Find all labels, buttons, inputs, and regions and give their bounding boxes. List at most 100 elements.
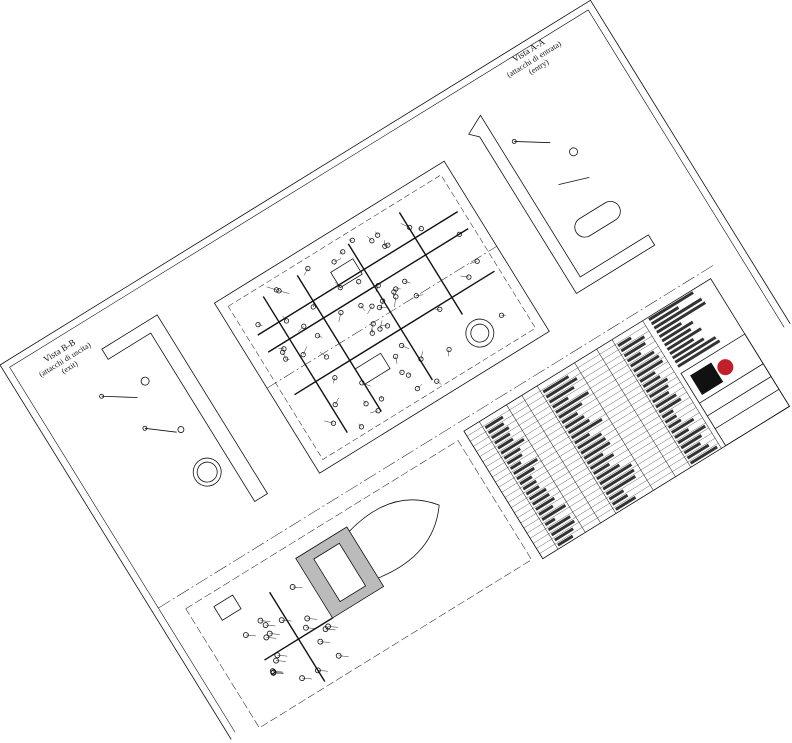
table-cell-text	[642, 375, 661, 388]
table-cell-text	[626, 351, 642, 363]
table-cell-text	[503, 447, 521, 460]
tag-bubble	[377, 326, 383, 332]
section-detail	[185, 440, 532, 729]
tag-bubble	[380, 298, 386, 304]
table-cell-text	[689, 445, 718, 465]
table-cell-text	[608, 489, 625, 501]
table-cell-text	[538, 504, 554, 516]
tag-bubble	[399, 369, 405, 376]
table-cell-text	[548, 385, 575, 404]
table-cell-text	[555, 391, 590, 414]
tag-bubble	[369, 303, 375, 309]
main-plant-plan	[213, 160, 550, 474]
tag-bubble	[278, 617, 285, 624]
table-cell-text	[663, 327, 692, 347]
table-cell-text	[557, 534, 574, 547]
table-cell-text	[636, 359, 664, 378]
tag-bubble	[413, 293, 419, 299]
tag-bubble	[446, 346, 452, 353]
wall-outline	[468, 114, 656, 294]
table-cell-text	[680, 434, 703, 450]
table-cell-text	[592, 462, 611, 476]
table-cell-text	[602, 468, 635, 491]
table-cell-text	[509, 461, 522, 470]
tag-bubble	[391, 289, 397, 295]
tag-bubble	[456, 231, 462, 237]
tag-bubble	[332, 375, 338, 381]
table-cell-text	[633, 354, 660, 373]
table-cell-text	[547, 515, 571, 532]
company-logo: H	[690, 359, 734, 395]
table-cell-text	[683, 441, 702, 455]
table-cell-text	[648, 291, 694, 321]
table-cell-text	[497, 437, 514, 450]
tag-bubble	[266, 630, 273, 637]
table-cell-text	[652, 390, 670, 404]
pipe	[267, 228, 469, 353]
table-cell-text	[605, 475, 637, 496]
table-cell-text	[653, 297, 703, 330]
pipe	[294, 270, 495, 396]
tag-bubble	[370, 321, 376, 327]
table-cell-text	[614, 496, 637, 511]
table-cell-text	[648, 384, 669, 399]
table-cell-text	[553, 527, 574, 542]
tag-bubble	[498, 312, 505, 318]
tag-bubble	[242, 632, 249, 638]
tag-bubble	[276, 288, 282, 294]
table-cell-text	[667, 418, 682, 429]
tag-bubble	[466, 274, 472, 280]
tag-bubble	[375, 232, 381, 238]
table-cell-text	[589, 453, 615, 470]
tag-bubble	[418, 356, 424, 362]
tag-bubble	[474, 258, 480, 264]
tag-bubble	[338, 309, 344, 316]
tag-bubble	[325, 623, 331, 630]
table-cell-text	[596, 463, 621, 481]
table-cell-text	[661, 320, 694, 343]
table-cell-text	[599, 463, 633, 486]
tag-bubble	[414, 385, 420, 392]
tag-bubble	[332, 402, 338, 408]
sheet-inner-border	[9, 9, 785, 733]
tag-bubble	[369, 330, 375, 336]
tag-bubble	[283, 318, 290, 324]
tag-bubble	[437, 306, 443, 312]
tag-bubble	[375, 282, 381, 289]
table-cell-text	[623, 341, 647, 358]
table-cell-text	[574, 432, 591, 445]
tag-bubble	[300, 352, 306, 358]
table-cell-text	[655, 393, 677, 409]
table-cell-text	[658, 321, 683, 338]
tag-bubble	[385, 242, 391, 248]
tag-bubble	[330, 420, 337, 426]
tag-bubble	[402, 278, 408, 284]
tag-bubble	[304, 615, 311, 622]
tag-bubble	[257, 617, 264, 624]
table-cell-text	[570, 418, 603, 440]
table-cell-text	[535, 496, 556, 511]
table-cell-text	[674, 336, 717, 364]
table-cell-text	[564, 414, 585, 430]
table-cell-text	[545, 377, 578, 399]
manhole	[192, 457, 222, 487]
table-cell-text	[558, 402, 583, 419]
table-cell-text	[519, 475, 533, 486]
tag-bubble	[273, 287, 280, 293]
tag-bubble	[349, 237, 355, 243]
tag-bubble	[405, 372, 412, 378]
table-cell-text	[544, 517, 556, 527]
tag-bubble	[317, 638, 324, 645]
tag-bubble	[310, 304, 316, 310]
tag-bubble	[263, 634, 270, 641]
table-cell-text	[639, 371, 656, 383]
tag-bubble	[283, 356, 289, 362]
table-cell-text	[522, 479, 538, 491]
table-cell-text	[677, 339, 721, 368]
tag-bubble	[356, 279, 362, 285]
tag-bubble	[305, 265, 311, 272]
table-cell-text	[670, 417, 695, 434]
tag-bubble	[273, 657, 279, 664]
table-cell-text	[661, 409, 674, 419]
